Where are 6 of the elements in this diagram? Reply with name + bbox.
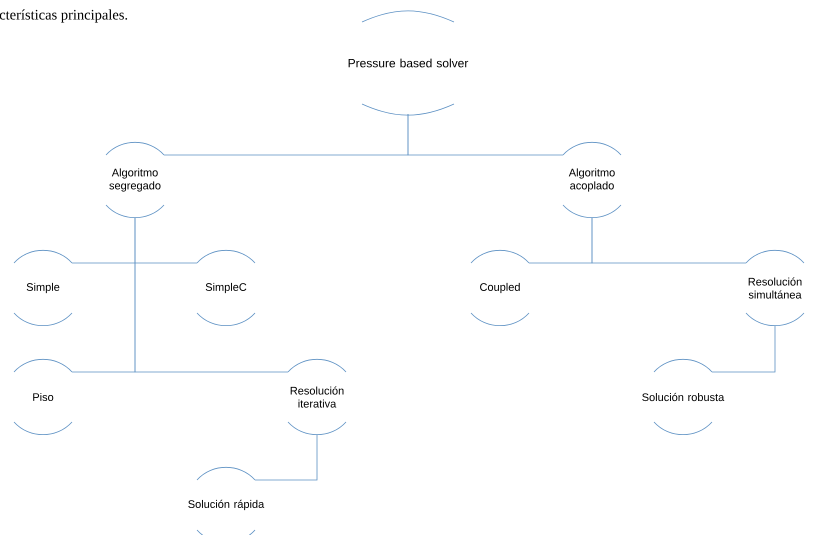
connector-line: [254, 434, 318, 480]
connector-line: [592, 218, 746, 264]
connector-line: [408, 114, 564, 156]
text-fragment: cterísticas principales.: [0, 9, 128, 23]
connector-line: [134, 218, 288, 372]
connector-line: [712, 326, 776, 372]
